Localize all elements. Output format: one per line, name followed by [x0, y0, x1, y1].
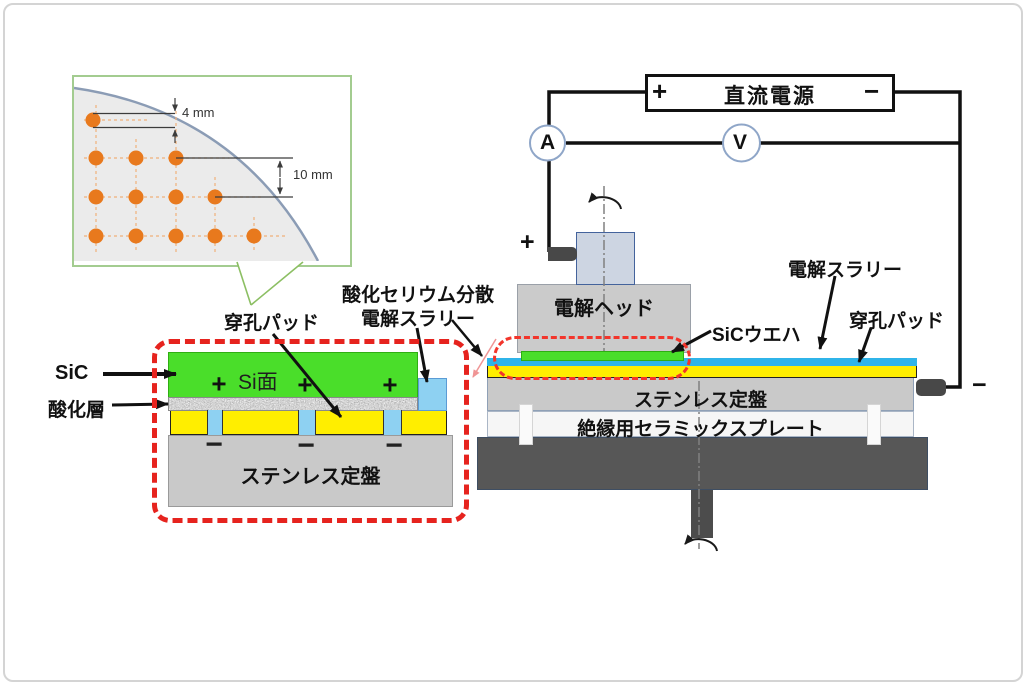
voltmeter-label: V [733, 131, 748, 154]
dimension-10mm-label: 10 mm [293, 167, 333, 182]
sic-label: SiC [55, 362, 89, 384]
dimension-lines [93, 98, 293, 198]
anode-plus-mark: + [382, 369, 398, 400]
minus-electrode-connector [916, 379, 946, 396]
ceramic-plate-label: 絶縁用セラミックスプレート [577, 419, 824, 440]
electrode-minus-mark: − [972, 371, 987, 399]
cathode-minus-mark: − [385, 429, 403, 462]
stainless-platen-right [487, 377, 914, 411]
electrolytic-head-label: 電解ヘッド [554, 298, 654, 320]
slurry-side-column [418, 378, 447, 411]
stainless-platen-left [168, 435, 453, 507]
ceramic-plate [487, 411, 914, 437]
oxide-layer-label: 酸化層 [48, 400, 106, 421]
slurry-label-right: 電解スラリー [788, 260, 903, 281]
slurry-filled-hole [383, 410, 402, 435]
wafer-area [74, 88, 318, 261]
hole-pattern-drawing [73, 86, 320, 262]
platen-left-label: ステンレス定盤 [240, 466, 381, 488]
hole-pattern-inset [72, 75, 352, 267]
insulating-pin [519, 404, 533, 445]
power-plus-terminal: + [652, 76, 668, 106]
head-shaft [576, 232, 635, 285]
dc-power-supply-label: 直流電源 [724, 85, 816, 108]
power-minus-terminal: − [864, 76, 880, 106]
sic-wafer-label: SiCウエハ [712, 325, 801, 346]
ceria-slurry-label-line2: 電解スラリー [360, 309, 475, 330]
pad-hole-dots [85, 112, 262, 244]
anode-plus-mark: + [211, 368, 227, 399]
machine-base [477, 437, 928, 490]
si-face-label: Si面 [238, 371, 278, 394]
image-border-frame [3, 3, 1023, 682]
anode-plus-mark: + [297, 369, 313, 400]
ceria-slurry-label-line1: 酸化セリウム分散 [341, 285, 494, 306]
slurry-layer [487, 358, 917, 366]
wafer-edge-arc [73, 86, 320, 262]
pad-label-right: 穿孔パッド [849, 311, 945, 332]
cathode-minus-mark: − [297, 429, 315, 462]
zoom-source-box [493, 336, 691, 380]
plus-electrode-connector [548, 247, 577, 261]
platen-shaft [691, 490, 713, 538]
insulating-pin [867, 404, 881, 445]
platen-right-label: ステンレス定盤 [633, 390, 767, 411]
perforated-pad-label-left: 穿孔パッド [224, 313, 320, 334]
cathode-minus-mark: − [205, 428, 223, 461]
slurry-filled-hole [207, 410, 223, 435]
ammeter-label: A [540, 131, 556, 154]
electrode-plus-mark: + [520, 228, 535, 256]
dimension-4mm-label: 4 mm [182, 105, 215, 120]
dc-power-supply-box [645, 74, 895, 112]
